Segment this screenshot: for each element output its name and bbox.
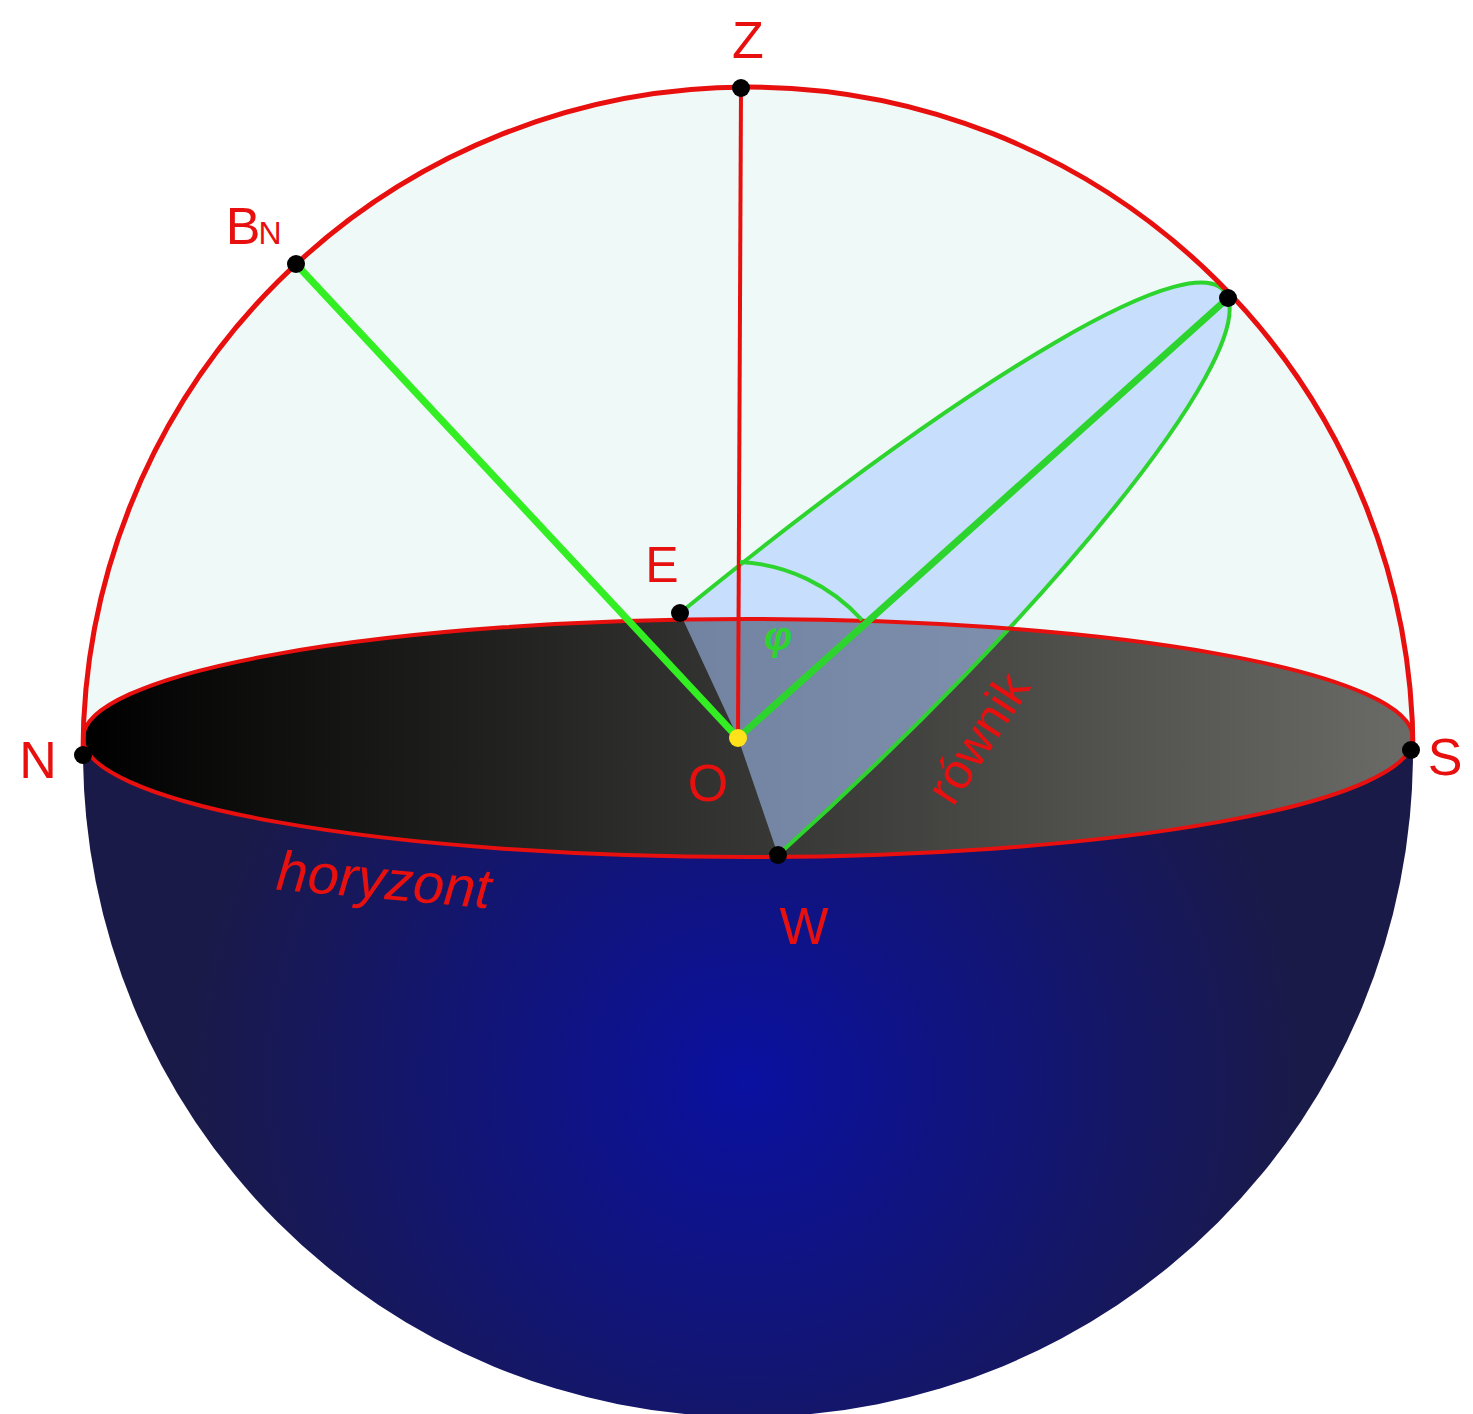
point xyxy=(769,846,787,864)
west-label: W xyxy=(779,900,828,952)
observer-point xyxy=(729,729,747,747)
equator-plane xyxy=(680,283,1230,855)
point xyxy=(1219,289,1237,307)
pole-subscript: N xyxy=(258,217,281,249)
observer-label: O xyxy=(688,757,728,809)
point xyxy=(287,255,305,273)
equator-diameter xyxy=(680,613,778,855)
south-label: S xyxy=(1428,731,1463,783)
pole-label: B xyxy=(226,200,261,252)
meridian xyxy=(83,87,1413,752)
point xyxy=(1402,741,1420,759)
east-label: E xyxy=(645,540,678,590)
equator-circle xyxy=(680,283,1230,855)
point xyxy=(671,604,689,622)
north-label: N xyxy=(19,734,57,786)
zenith-label: Z xyxy=(732,14,764,66)
horizon-circle xyxy=(83,619,1413,857)
zenith-line xyxy=(738,88,741,738)
point xyxy=(74,746,92,764)
point xyxy=(732,79,750,97)
latitude-arc xyxy=(740,562,862,620)
latitude-symbol: φ xyxy=(764,616,792,656)
pole-axis xyxy=(296,264,738,738)
equator-radius xyxy=(738,298,1228,738)
points xyxy=(74,79,1420,864)
